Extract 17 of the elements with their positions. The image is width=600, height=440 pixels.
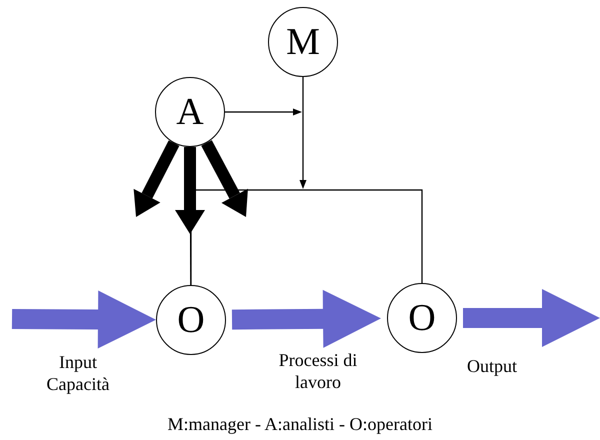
arrow xyxy=(175,147,205,234)
circle-node: A xyxy=(155,77,225,147)
edge-label: Output xyxy=(466,356,518,378)
block-arrow xyxy=(232,290,381,348)
circle-node: M xyxy=(268,7,338,77)
edge-label: Input Capacità xyxy=(46,352,110,396)
block-arrow xyxy=(463,289,600,347)
arrow xyxy=(201,140,248,217)
circle-node: O xyxy=(387,283,457,353)
arrow xyxy=(225,108,302,116)
arrow xyxy=(300,77,306,189)
block-arrow xyxy=(12,290,156,348)
edge-label: Processi di lavoro xyxy=(278,350,358,394)
arrow xyxy=(134,140,180,218)
caption: M:manager - A:analisti - O:operatori xyxy=(166,414,434,435)
circle-node: O xyxy=(156,285,226,355)
connector-line xyxy=(190,189,423,285)
